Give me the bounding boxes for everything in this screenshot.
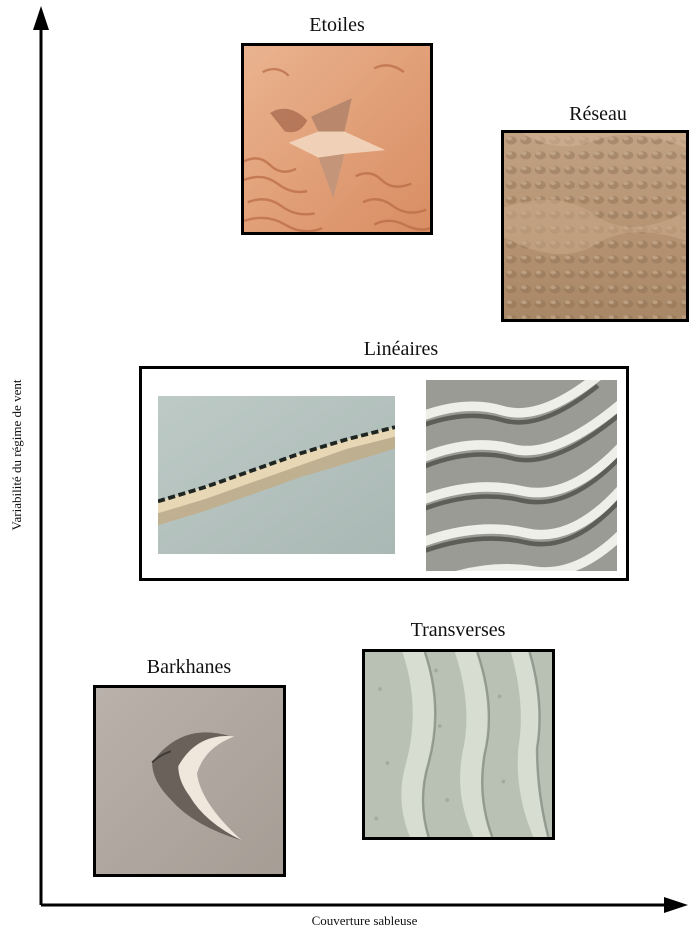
barkhanes-dune-image — [93, 685, 286, 877]
x-axis-label: Couverture sableuse — [0, 913, 689, 929]
lineaires-group — [139, 366, 629, 581]
transverses-dune-image — [362, 649, 555, 840]
reseau-dune-image — [501, 130, 689, 322]
barkhanes-title: Barkhanes — [147, 656, 231, 679]
y-axis-label: Variabilité du régime de vent — [9, 380, 25, 531]
lineaires-dune-image-2 — [426, 380, 617, 571]
lineaires-title: Linéaires — [364, 338, 438, 361]
transverses-title: Transverses — [411, 619, 506, 642]
etoiles-dune-image — [241, 43, 433, 235]
etoiles-title: Etoiles — [309, 14, 365, 37]
y-axis-arrowhead — [33, 6, 49, 30]
x-axis-arrowhead — [664, 897, 688, 913]
lineaires-dune-image-1 — [158, 396, 395, 554]
reseau-title: Réseau — [569, 103, 627, 126]
